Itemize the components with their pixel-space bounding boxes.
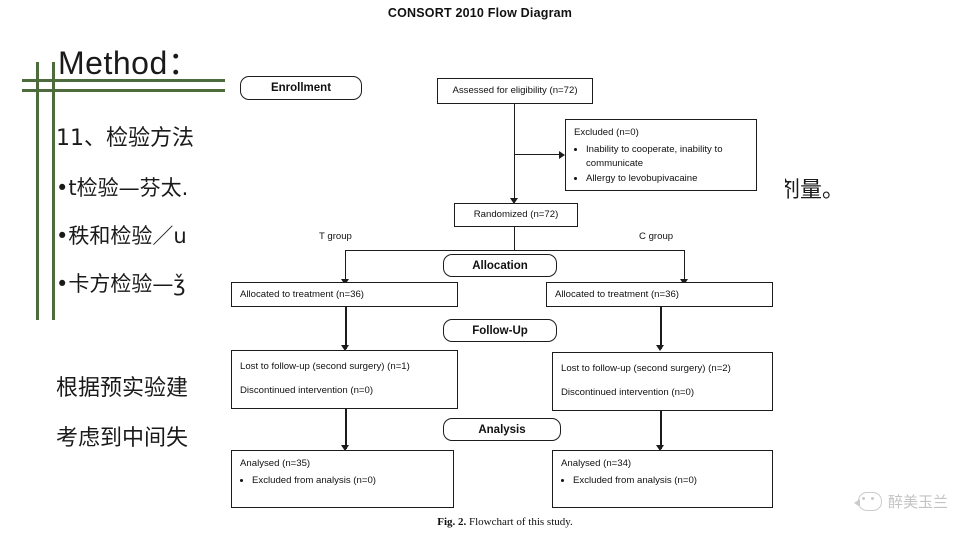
page-title: Method：	[58, 45, 201, 81]
slide-line-1: 11、检验方法	[56, 126, 194, 151]
figure-caption-text: Flowchart of this study.	[469, 516, 573, 528]
node-assessed-for-eligibility: Assessed for eligibility (n=72)	[437, 78, 593, 104]
watermark-text: 醉美玉兰	[887, 493, 948, 511]
slide-line-4: •卡方检验—ǯ	[56, 272, 186, 296]
arrowhead-followup-left	[341, 345, 349, 351]
node-followup-right-line-1: Lost to follow-up (second surgery) (n=2)	[561, 363, 731, 374]
node-analysed-right-item: Excluded from analysis (n=0)	[573, 474, 764, 488]
slide-line-2: •t检验—芬太.	[56, 176, 189, 200]
node-analysed-right-heading: Analysed (n=34)	[561, 458, 632, 469]
node-excluded-item-1: Inability to cooperate, inability to com…	[586, 143, 748, 171]
stage-analysis: Analysis	[443, 418, 561, 441]
connector-followup-right-down	[660, 411, 662, 449]
wechat-icon	[853, 492, 882, 511]
node-followup-left-line-1: Lost to follow-up (second surgery) (n=1)	[240, 361, 410, 372]
slide-line-6: 考虑到中间失	[56, 426, 189, 451]
node-excluded: Excluded (n=0) Inability to cooperate, i…	[565, 119, 757, 191]
title-rule-top	[22, 79, 225, 82]
arrowhead-to-excluded	[559, 151, 565, 159]
connector-bus-right-drop	[684, 250, 686, 284]
figure-caption-label: Fig. 2.	[437, 516, 467, 528]
node-analysed-left-heading: Analysed (n=35)	[240, 458, 311, 469]
slide-right-fragment: 剂量。	[778, 178, 845, 203]
node-allocated-right: Allocated to treatment (n=36)	[546, 282, 773, 307]
node-randomized: Randomized (n=72)	[454, 203, 578, 227]
arrowhead-analysis-right	[656, 445, 664, 451]
arrowhead-followup-right	[656, 345, 664, 351]
watermark: 醉美玉兰	[853, 491, 948, 512]
group-label-c: C group	[639, 231, 674, 242]
connector-assessed-to-randomized	[514, 104, 516, 202]
connector-allocation-bus	[345, 250, 685, 252]
node-allocated-left: Allocated to treatment (n=36)	[231, 282, 458, 307]
slide-line-3: •秩和检验／u	[56, 224, 187, 248]
node-followup-left-line-2: Discontinued intervention (n=0)	[240, 384, 374, 396]
stage-followup: Follow-Up	[443, 319, 557, 342]
node-followup-left: Lost to follow-up (second surgery) (n=1)…	[231, 350, 458, 409]
node-excluded-heading: Excluded (n=0)	[574, 127, 639, 138]
stage-allocation: Allocation	[443, 254, 557, 277]
connector-randomized-down	[514, 227, 516, 251]
accent-rule-right	[52, 62, 55, 320]
node-analysed-left-item: Excluded from analysis (n=0)	[252, 474, 445, 488]
node-excluded-item-2: Allergy to levobupivacaine	[586, 172, 748, 186]
arrowhead-to-randomized	[510, 198, 518, 204]
node-followup-right-line-2: Discontinued intervention (n=0)	[561, 386, 695, 398]
node-followup-right: Lost to follow-up (second surgery) (n=2)…	[552, 352, 773, 411]
stage-enrollment: Enrollment	[240, 76, 362, 100]
accent-rule-left	[36, 62, 39, 320]
arrowhead-analysis-left	[341, 445, 349, 451]
figure-caption: Fig. 2. Flowchart of this study.	[225, 516, 785, 528]
connector-alloc-left-down	[345, 307, 347, 349]
slide-line-5: 根据预实验建	[56, 376, 189, 401]
node-analysed-left: Analysed (n=35) Excluded from analysis (…	[231, 450, 454, 508]
title-rule-bottom	[22, 89, 225, 92]
connector-alloc-right-down	[660, 307, 662, 349]
group-label-t: T group	[319, 231, 352, 242]
connector-assessed-to-excluded	[514, 154, 562, 156]
node-analysed-right: Analysed (n=34) Excluded from analysis (…	[552, 450, 773, 508]
connector-followup-left-down	[345, 409, 347, 449]
figure-title: CONSORT 2010 Flow Diagram	[0, 0, 960, 26]
connector-bus-left-drop	[345, 250, 347, 284]
